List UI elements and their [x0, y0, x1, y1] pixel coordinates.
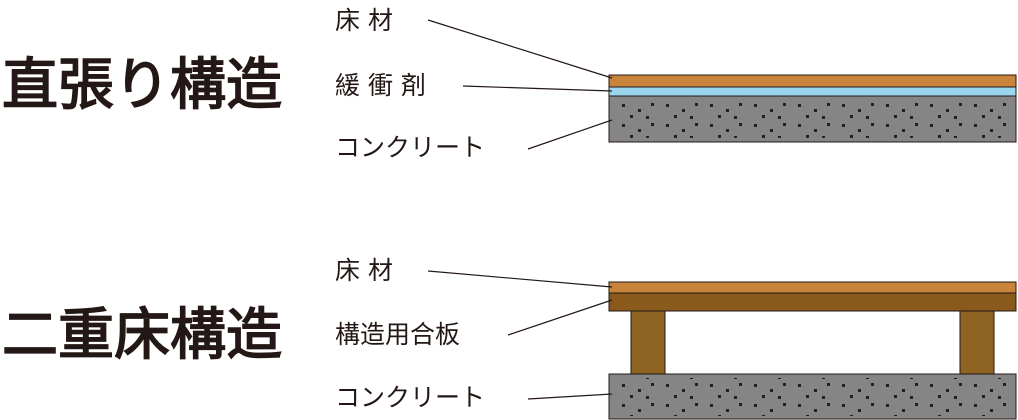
leader-concrete-2 — [527, 393, 613, 400]
label-floor-material-2: 床 材 — [335, 256, 393, 285]
floor-layer-2 — [608, 281, 1017, 294]
leader-concrete-1 — [527, 119, 613, 150]
label-concrete-2: コンクリート — [335, 383, 486, 412]
support-post-left — [630, 310, 666, 375]
leader-plywood — [507, 299, 613, 336]
concrete-dots-2 — [612, 378, 1012, 416]
label-concrete-1: コンクリート — [335, 133, 486, 162]
floor-layer-1 — [608, 74, 1017, 88]
concrete-dots-1 — [612, 100, 1012, 138]
direct-structure-layers — [608, 74, 1017, 143]
label-plywood: 構造用合板 — [335, 320, 461, 349]
label-floor-material-1: 床 材 — [335, 6, 393, 35]
leader-floor-1 — [427, 19, 613, 79]
leader-cushion — [462, 85, 613, 92]
support-post-right — [959, 310, 995, 375]
leader-floor-2 — [427, 270, 613, 288]
plywood-layer — [608, 292, 1017, 312]
double-floor-structure-layers — [608, 281, 1017, 420]
label-cushion: 緩 衝 剤 — [335, 71, 426, 100]
direct-structure-title: 直張り構造 — [2, 53, 282, 118]
double-floor-structure-title: 二重床構造 — [2, 303, 282, 368]
cushion-layer — [608, 86, 1017, 97]
